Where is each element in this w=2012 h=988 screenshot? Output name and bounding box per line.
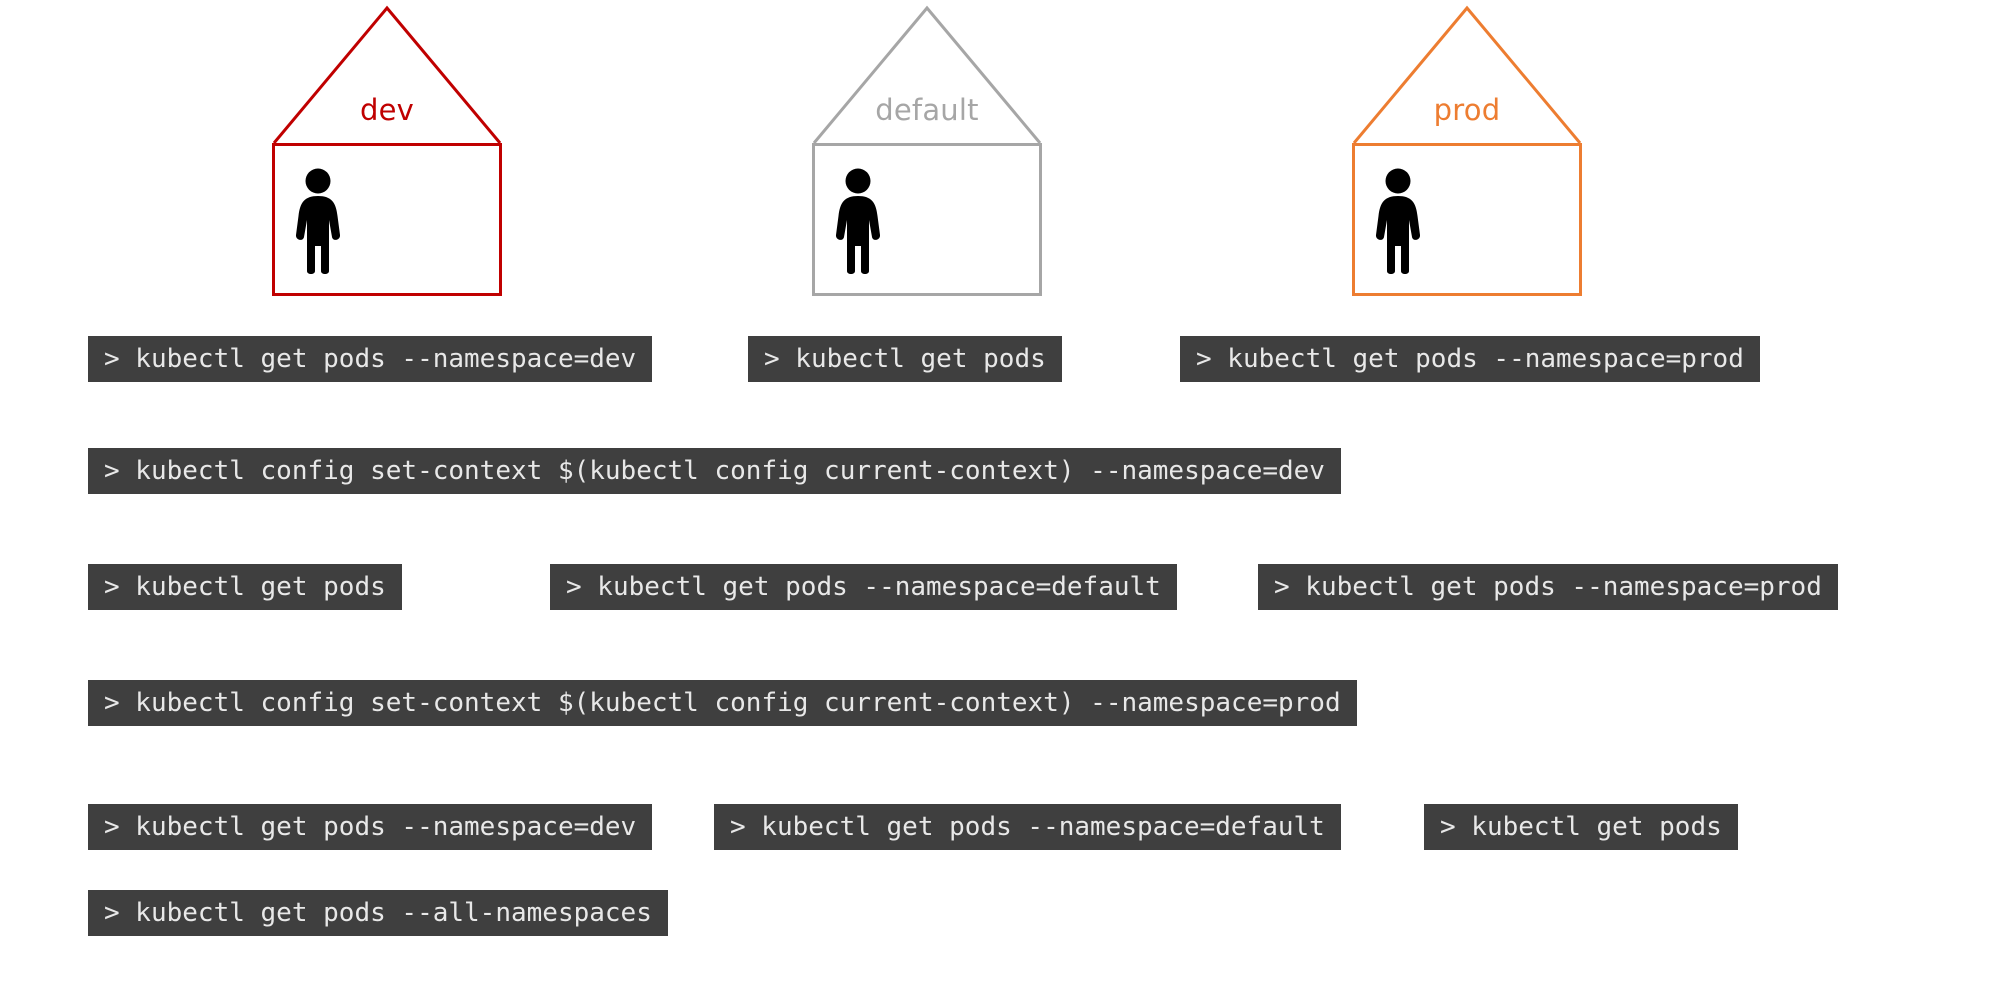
- house-body-prod: [1352, 143, 1582, 296]
- command-chip[interactable]: > kubectl get pods --namespace=dev: [88, 336, 653, 382]
- command-chip[interactable]: > kubectl get pods --all-namespaces: [88, 890, 668, 936]
- person-icon: [295, 168, 341, 274]
- command-chip[interactable]: > kubectl get pods --namespace=dev: [88, 804, 653, 850]
- command-chip[interactable]: > kubectl config set-context $(kubectl c…: [88, 680, 1357, 726]
- roof-shape-default: [812, 5, 1042, 144]
- command-chip[interactable]: > kubectl get pods --namespace=default: [714, 804, 1341, 850]
- house-body-dev: [272, 143, 502, 296]
- command-chip[interactable]: > kubectl get pods: [88, 564, 402, 610]
- command-chip[interactable]: > kubectl get pods --namespace=prod: [1180, 336, 1760, 382]
- person-icon: [1375, 168, 1421, 274]
- house-body-default: [812, 143, 1042, 296]
- command-chip[interactable]: > kubectl get pods: [748, 336, 1062, 382]
- command-chip[interactable]: > kubectl get pods: [1424, 804, 1738, 850]
- roof-shape-dev: [272, 5, 502, 144]
- command-chip[interactable]: > kubectl config set-context $(kubectl c…: [88, 448, 1341, 494]
- roof-shape-prod: [1352, 5, 1582, 144]
- command-chip[interactable]: > kubectl get pods --namespace=default: [550, 564, 1177, 610]
- command-chip[interactable]: > kubectl get pods --namespace=prod: [1258, 564, 1838, 610]
- person-icon: [835, 168, 881, 274]
